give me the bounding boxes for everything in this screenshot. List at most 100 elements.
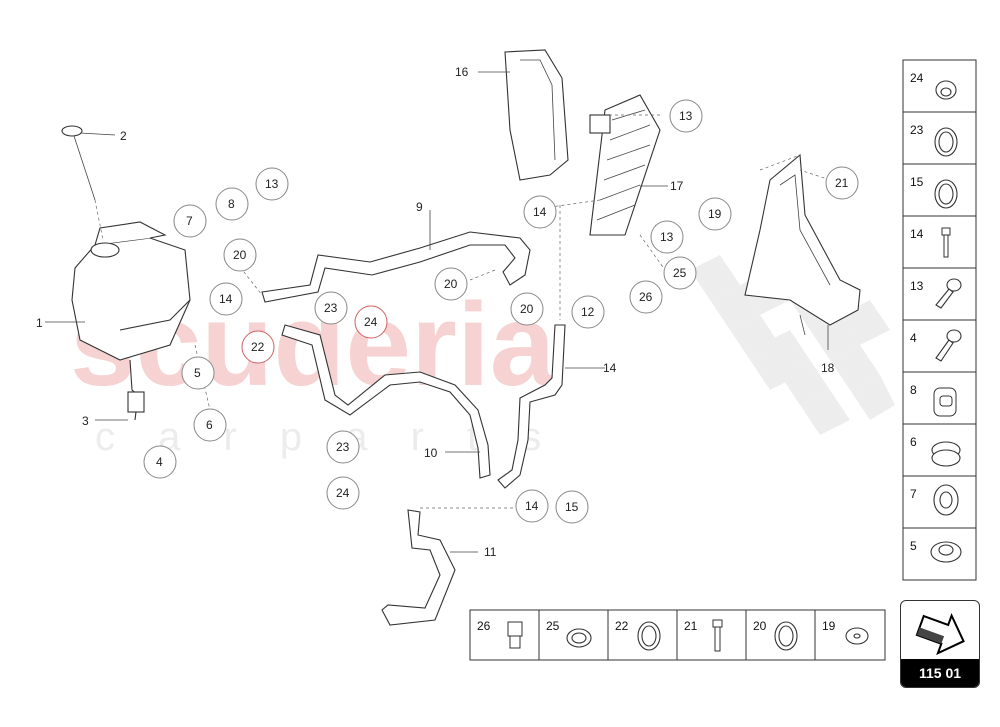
legend-bottom: 26 25 22 21 20 19 — [469, 609, 886, 661]
legend-15: 15 — [903, 175, 976, 217]
hose-10 — [281, 324, 491, 479]
callout-22: 22 — [241, 330, 275, 364]
callout-24b: 24 — [326, 476, 360, 510]
svg-text:24: 24 — [336, 486, 350, 500]
svg-text:5: 5 — [194, 366, 201, 380]
svg-text:14: 14 — [525, 499, 539, 513]
callout-8: 8 — [215, 187, 249, 221]
reservoir-tank — [71, 221, 191, 421]
callout-14a: 14 — [209, 282, 243, 316]
svg-text:13: 13 — [660, 230, 674, 244]
callout-14d: 12 — [571, 295, 605, 329]
legend-4: 4 — [903, 329, 976, 373]
svg-text:26: 26 — [477, 619, 491, 633]
svg-text:14: 14 — [533, 205, 547, 219]
svg-text:19: 19 — [708, 207, 722, 221]
svg-text:22: 22 — [251, 340, 265, 354]
callout-24a: 24 — [354, 305, 388, 339]
svg-text:7: 7 — [910, 487, 917, 501]
label-10: 10 — [424, 446, 438, 460]
svg-text:23: 23 — [336, 440, 350, 454]
labels: 1 2 3 9 10 11 16 17 14 18 — [36, 65, 835, 559]
label-1: 1 — [36, 316, 43, 330]
label-9: 9 — [416, 200, 423, 214]
callout-14c: 14 — [523, 195, 557, 229]
filler-cap — [61, 125, 104, 241]
label-18: 18 — [821, 361, 835, 375]
legend-right: 24 23 15 14 13 4 8 6 — [902, 59, 977, 581]
svg-text:19: 19 — [822, 619, 836, 633]
legend-5: 5 — [910, 539, 962, 563]
svg-text:4: 4 — [156, 455, 163, 469]
svg-text:6: 6 — [206, 418, 213, 432]
watermark: scuderia c a r p a r t s — [70, 255, 895, 459]
svg-text:24: 24 — [910, 71, 924, 85]
svg-text:14: 14 — [910, 227, 924, 241]
callout-5: 5 — [181, 356, 215, 390]
svg-text:20: 20 — [444, 277, 458, 291]
callout-19: 19 — [698, 197, 732, 231]
arrow-right-icon — [915, 612, 965, 655]
legend-24: 24 — [903, 71, 976, 113]
hose-11 — [381, 509, 456, 626]
svg-text:6: 6 — [910, 435, 917, 449]
svg-text:7: 7 — [186, 214, 193, 228]
legend-26: 26 — [477, 610, 540, 660]
label-2: 2 — [120, 129, 127, 143]
svg-text:13: 13 — [265, 177, 279, 191]
callout-circles: 4 5 6 7 8 13 20 14 22 23 24 20 23 24 14 … — [143, 99, 859, 524]
callout-20b: 20 — [434, 267, 468, 301]
hose-12 — [497, 324, 566, 489]
label-11: 11 — [484, 545, 497, 559]
callout-21: 21 — [825, 166, 859, 200]
leader-lines — [45, 71, 831, 553]
callout-7: 7 — [173, 204, 207, 238]
svg-text:21: 21 — [684, 619, 698, 633]
legend-21: 21 — [684, 610, 747, 660]
legend-25: 25 — [546, 610, 609, 660]
legend-14: 14 — [903, 227, 976, 269]
label-3: 3 — [82, 414, 89, 428]
callout-26: 26 — [629, 280, 663, 314]
svg-text:25: 25 — [546, 619, 560, 633]
svg-text:26: 26 — [639, 290, 653, 304]
label-12: 14 — [603, 361, 617, 375]
callout-15: 15 — [555, 490, 589, 524]
callout-20c: 20 — [510, 292, 544, 326]
svg-text:12: 12 — [581, 305, 595, 319]
svg-text:8: 8 — [910, 383, 917, 397]
callout-20a: 20 — [223, 238, 257, 272]
svg-text:21: 21 — [835, 176, 849, 190]
callout-23a: 23 — [314, 291, 348, 325]
callout-14b: 14 — [515, 489, 549, 523]
svg-text:13: 13 — [910, 279, 924, 293]
legend-22: 22 — [615, 610, 678, 660]
legend-20: 20 — [753, 610, 816, 660]
svg-text:23: 23 — [324, 301, 338, 315]
legend-7: 7 — [903, 484, 976, 529]
svg-text:22: 22 — [615, 619, 629, 633]
svg-text:4: 4 — [910, 331, 917, 345]
legend-8: 8 — [903, 383, 976, 425]
page-number: 115 01 — [901, 659, 979, 687]
legend-23: 23 — [903, 123, 976, 165]
svg-text:20: 20 — [753, 619, 767, 633]
air-duct-part — [744, 153, 861, 336]
callout-6: 6 — [193, 408, 227, 442]
svg-text:15: 15 — [565, 500, 579, 514]
hose-9 — [261, 231, 531, 303]
legend-13: 13 — [903, 278, 976, 321]
radiator-part — [589, 94, 661, 236]
svg-text:13: 13 — [679, 109, 693, 123]
svg-text:5: 5 — [910, 539, 917, 553]
callout-4: 4 — [143, 445, 177, 479]
legend-6: 6 — [903, 435, 976, 477]
legend-19: 19 — [822, 619, 869, 645]
svg-text:24: 24 — [364, 315, 378, 329]
svg-text:20: 20 — [233, 248, 247, 262]
callout-13a: 13 — [255, 167, 289, 201]
svg-text:20: 20 — [520, 302, 534, 316]
shroud-part — [504, 49, 569, 181]
svg-text:15: 15 — [910, 175, 924, 189]
page-navigator[interactable]: 115 01 — [900, 600, 980, 688]
